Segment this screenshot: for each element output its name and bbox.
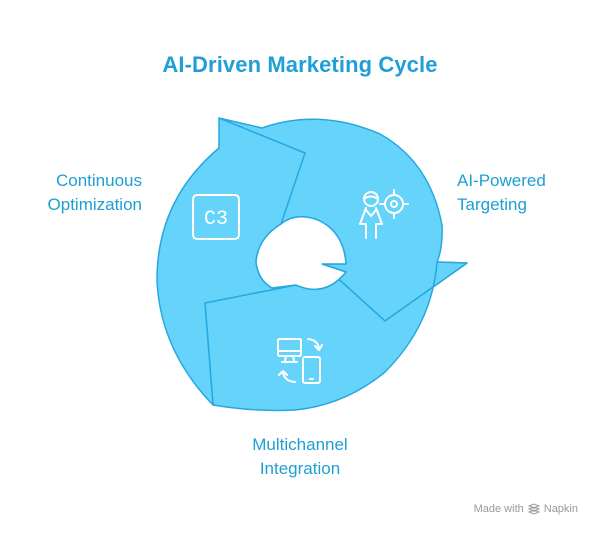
c3-badge-icon: C3 [192,194,240,240]
napkin-logo-icon [527,503,540,515]
stage-label-multichannel-integration: Multichannel Integration [252,435,348,478]
devices-sync-icon [277,338,323,384]
napkin-brand-text: Napkin [543,503,578,515]
stage-label-continuous-optimization: Continuous Optimization [47,171,142,214]
made-with-text: Made with [473,503,524,515]
stage-label-ai-powered-targeting: AI-Powered Targeting [457,171,546,214]
cycle-center-hole [255,216,347,291]
made-with-napkin-credit[interactable]: Made with Napkin [474,503,578,515]
person-target-icon [359,189,409,239]
svg-text:C3: C3 [204,208,228,231]
diagram-title: AI-Driven Marketing Cycle [162,52,438,77]
